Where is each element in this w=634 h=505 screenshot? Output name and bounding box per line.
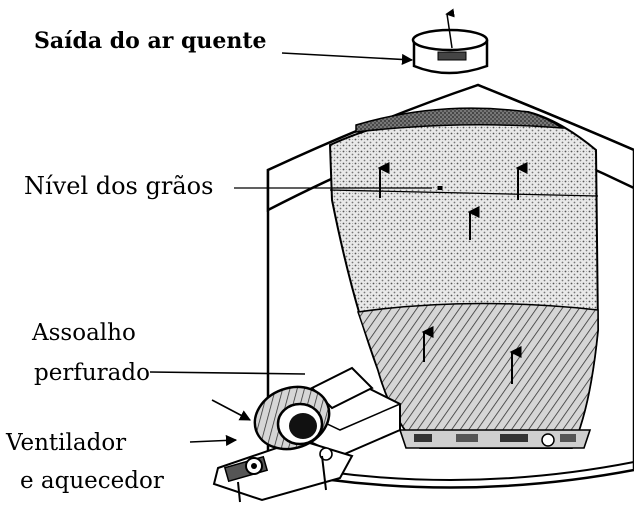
leader-hot-air-outlet	[281, 52, 414, 66]
leader-perforated-floor	[149, 371, 306, 375]
label-grain-level: Nível dos grãos	[24, 172, 214, 200]
grain-level-line	[329, 189, 599, 197]
label-perforated-floor-line2: perfurado	[34, 360, 150, 386]
label-fan-heater-line2: e aquecedor	[20, 468, 164, 494]
leader-fan-intake	[211, 399, 251, 421]
silo-interior	[328, 107, 600, 449]
leader-fan-heater	[189, 434, 238, 447]
fan-heater-unit	[212, 385, 354, 503]
label-hot-air-outlet: Saída do ar quente	[34, 28, 267, 54]
label-fan-heater-line1: Ventilador	[6, 430, 127, 456]
leader-lines	[149, 52, 432, 447]
grain-top-layer	[355, 107, 565, 133]
label-perforated-floor-line1: Assoalho	[32, 320, 136, 346]
hot-air-vent	[411, 8, 489, 75]
